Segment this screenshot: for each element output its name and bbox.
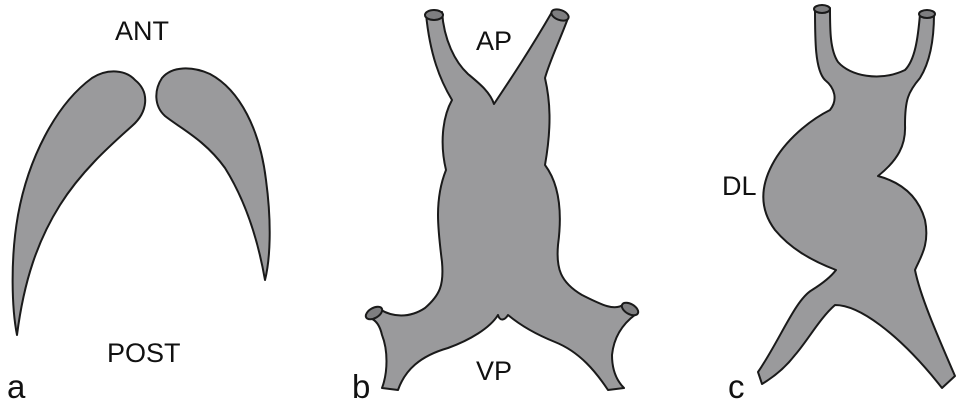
panel-b-body (370, 12, 636, 390)
panel-a-top-label: ANT (115, 16, 169, 46)
panel-a-letter: a (7, 368, 26, 404)
panel-c-side-label: DL (722, 171, 757, 201)
panel-b: AP VP b (352, 7, 640, 404)
panel-c-body (758, 8, 955, 388)
panel-c: DL c (722, 5, 955, 404)
panel-b-top-label: AP (476, 26, 512, 56)
panel-c-letter: c (728, 368, 745, 404)
panel-c-tube-end-left (814, 5, 830, 13)
panel-a: ANT POST a (7, 16, 270, 404)
panel-c-tube-end-right (919, 10, 935, 18)
panel-a-bottom-label: POST (107, 338, 181, 368)
panel-a-left-lobe (13, 71, 146, 335)
panel-b-letter: b (352, 368, 370, 404)
panel-b-bottom-label: VP (476, 356, 512, 386)
panel-a-right-lobe (156, 68, 269, 280)
panel-b-tube-end-top-left (425, 10, 443, 20)
